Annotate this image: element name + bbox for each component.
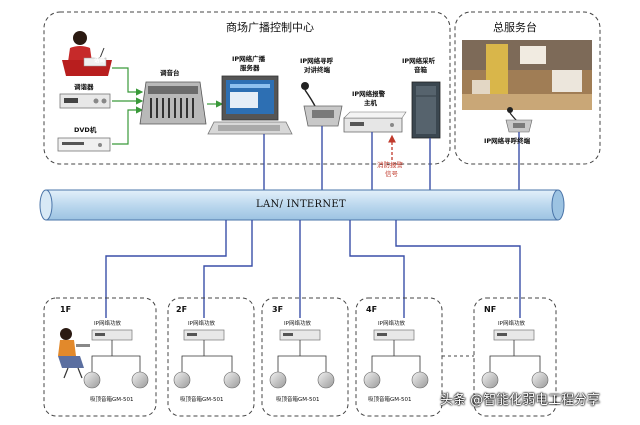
floor-speaker-4f: 吸顶音箱GM-501 (368, 397, 412, 403)
service-terminal-label: IP网络寻呼终端 (484, 137, 531, 145)
paging-terminal (301, 82, 343, 127)
dvd-device (57, 137, 111, 152)
arrow-podium-to-mixer (112, 67, 144, 96)
floor-label-4f: 4F (366, 305, 378, 314)
service-desk-box (454, 11, 601, 165)
dvd-label: DVD机 (74, 126, 97, 134)
floor-label-nf: NF (484, 305, 497, 314)
lan-backbone (39, 189, 565, 221)
floor-speaker-3f: 吸顶音箱GM-501 (276, 397, 320, 403)
player-label-line2: 音箱 (414, 66, 427, 74)
floor-label-1f: 1F (60, 305, 72, 314)
server-label-line2: 服务器 (240, 64, 260, 72)
floor-speaker-1f: 吸顶音箱GM-501 (90, 397, 134, 403)
lan-label: LAN/ INTERNET (256, 199, 346, 210)
service-desk-title: 总服务台 (493, 21, 537, 34)
tuner-label: 调谐器 (74, 83, 94, 91)
control-center-title: 商场广播控制中心 (226, 21, 314, 34)
service-desk-photo (462, 40, 592, 110)
server-label-line1: IP网络广播 (232, 55, 266, 63)
pager-label-line1: IP网络寻呼 (300, 57, 334, 65)
floor-amplifiers (91, 329, 535, 341)
control-center-box (43, 11, 451, 165)
floor-device-1f: IP网络功放 (94, 321, 121, 327)
broadcast-server (207, 75, 293, 135)
floor-box-3f (261, 297, 349, 417)
service-desk-terminal (505, 107, 533, 133)
pager-label-line2: 对讲终端 (304, 66, 330, 74)
podium-illustration (62, 31, 112, 76)
mixer-device (139, 81, 207, 125)
player-speaker (411, 81, 441, 139)
alarm-host-label-line2: 主机 (364, 99, 377, 107)
floor-box-nf (473, 297, 557, 417)
floor-device-3f: IP网络功放 (284, 321, 311, 327)
floor-box-4f (355, 297, 443, 417)
arrow-dvd-to-mixer (112, 106, 144, 145)
top-network-cables (263, 126, 520, 190)
operator-illustration (58, 328, 90, 379)
floor-device-2f: IP网络功放 (188, 321, 215, 327)
alarm-host-label-line1: IP网络报警 (352, 90, 386, 98)
floor-label-2f: 2F (176, 305, 188, 314)
ceiling-speakers (83, 371, 549, 389)
floor-speaker-2f: 吸顶音箱GM-501 (180, 397, 224, 403)
podium-label: 话筒 (94, 58, 106, 64)
alarm-host (343, 111, 407, 133)
floor-device-4f: IP网络功放 (378, 321, 405, 327)
tuner-device (59, 93, 111, 109)
floor-box-2f (167, 297, 255, 417)
fire-alarm-label-line1: 消防报警 (377, 161, 403, 169)
floor-device-nf: IP网络功放 (498, 321, 525, 327)
fire-alarm-label-line2: 信号 (385, 170, 398, 178)
player-label-line1: IP网络采听 (402, 57, 436, 65)
mixer-label: 调音台 (160, 69, 180, 77)
watermark: 头条 @智能化弱电工程分享 (440, 393, 601, 408)
floor-label-3f: 3F (272, 305, 284, 314)
floor-network-cables (105, 220, 521, 318)
floor-boxes (43, 297, 557, 417)
speaker-wiring (91, 340, 541, 372)
floor-box-1f (43, 297, 157, 417)
